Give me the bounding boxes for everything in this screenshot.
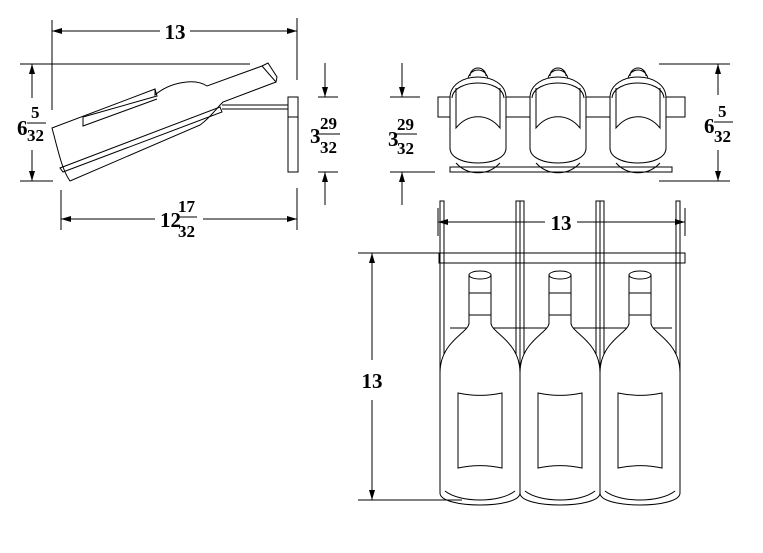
dim-front-height: 13 <box>362 369 383 393</box>
side-view: 13 6 5 32 3 29 32 <box>17 18 340 241</box>
dim-top-height: 6 5 32 <box>704 102 733 146</box>
dim-top-width: 13 <box>551 211 572 235</box>
tilted-bottle <box>51 62 288 182</box>
svg-text:6: 6 <box>17 116 28 140</box>
dim-side-height: 6 5 32 <box>17 103 46 145</box>
svg-text:32: 32 <box>178 222 195 241</box>
svg-text:5: 5 <box>718 102 727 121</box>
svg-text:12: 12 <box>160 208 181 232</box>
svg-text:32: 32 <box>320 138 337 157</box>
wall-bracket <box>287 96 299 173</box>
svg-text:29: 29 <box>320 114 337 133</box>
svg-text:5: 5 <box>31 103 40 122</box>
top-view: 3 29 32 6 5 32 13 <box>388 63 733 236</box>
svg-text:6: 6 <box>704 114 715 138</box>
svg-text:32: 32 <box>27 126 44 145</box>
svg-text:3: 3 <box>388 127 399 151</box>
svg-text:29: 29 <box>397 115 414 134</box>
dim-side-length: 13 <box>165 20 186 44</box>
dim-top-bracket-height: 3 29 32 <box>388 115 417 158</box>
svg-text:32: 32 <box>714 127 731 146</box>
dim-side-bracket-height: 3 29 32 <box>310 114 340 157</box>
svg-text:32: 32 <box>397 139 414 158</box>
svg-text:17: 17 <box>178 197 196 216</box>
svg-text:3: 3 <box>310 124 321 148</box>
dim-side-depth: 12 17 32 <box>160 197 197 241</box>
front-view: 13 <box>358 200 686 506</box>
